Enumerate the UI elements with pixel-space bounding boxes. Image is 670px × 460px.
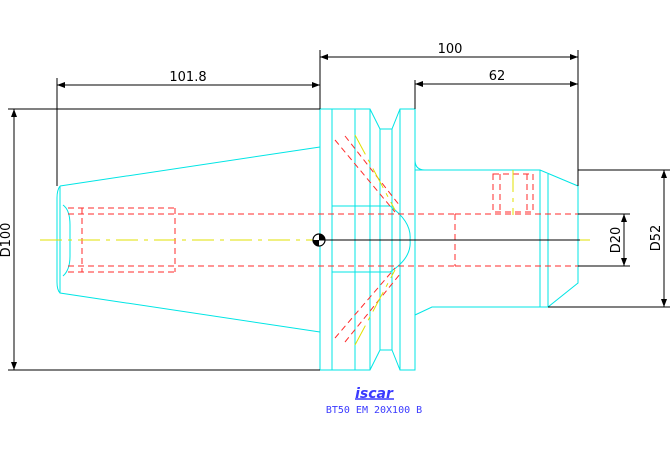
dim-bore-diameter: D20 [609,227,624,254]
dim-flange-diameter: D100 [0,223,14,258]
shank-outline [414,169,579,316]
center-bore-outline [332,205,411,273]
dimension-lines [8,50,670,371]
dimension-arrows [11,54,667,370]
dim-shank-length: 62 [489,69,506,84]
taper-outline [56,146,321,333]
dim-shank-diameter: D52 [649,225,664,252]
center-point-marker [312,233,580,247]
brand-logo: iscar [355,386,394,402]
brand-logo-text: iscar [355,386,394,402]
dim-taper-length: 101.8 [169,70,206,85]
part-code: BT50 EM 20X100 B [326,405,422,416]
dim-overall-length: 100 [438,42,463,57]
